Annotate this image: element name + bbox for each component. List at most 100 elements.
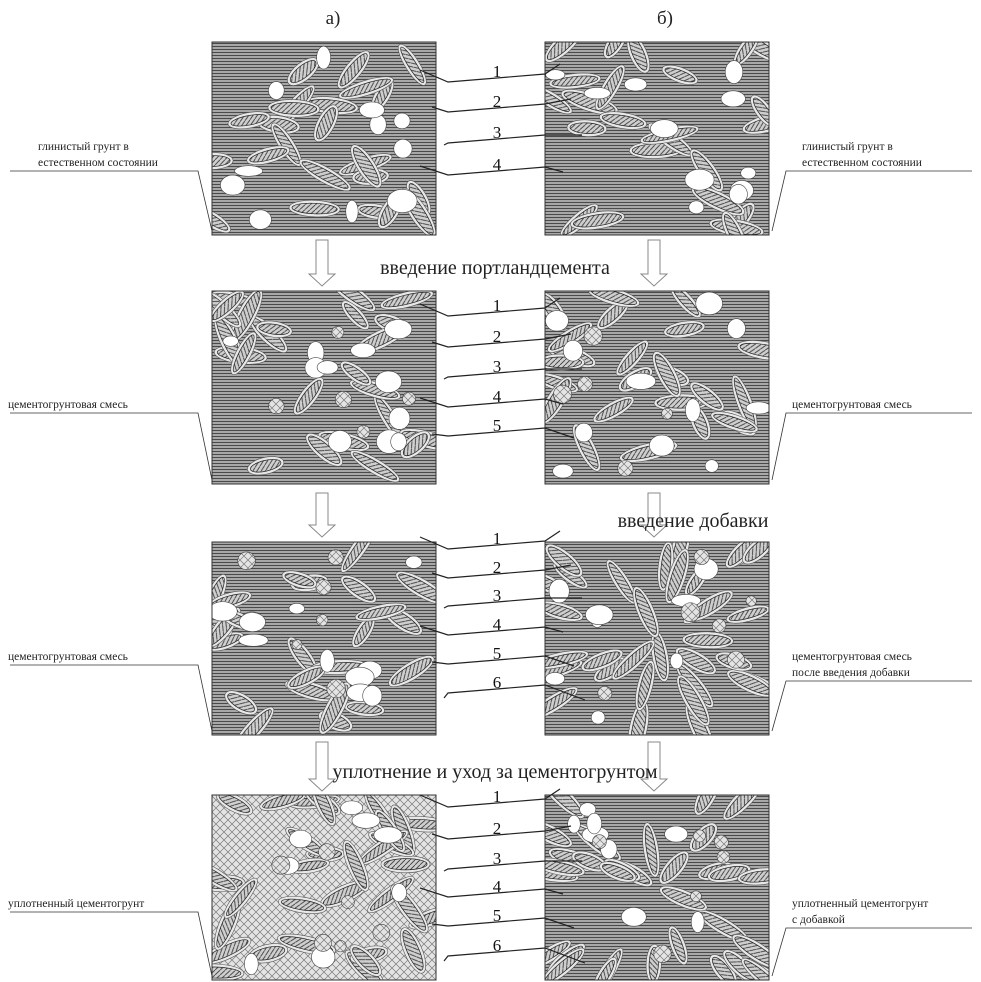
- callout-number: 2: [493, 92, 502, 111]
- pore: [239, 634, 268, 646]
- pore: [725, 61, 743, 84]
- callout-number: 6: [493, 936, 502, 955]
- pore: [394, 139, 412, 158]
- callout-number: 4: [493, 877, 502, 896]
- callout-number: 1: [493, 529, 502, 548]
- callout-number: 2: [493, 327, 502, 346]
- pore: [721, 91, 745, 107]
- svg-text:уплотненный цементогрунт: уплотненный цементогрунт: [792, 898, 928, 910]
- callout-number: 3: [493, 586, 502, 605]
- pore: [575, 423, 593, 442]
- pore: [685, 169, 714, 190]
- pore: [729, 184, 747, 204]
- cement-grain: [654, 945, 671, 962]
- pore: [268, 82, 284, 100]
- pore: [587, 813, 602, 834]
- cement-grain: [357, 425, 370, 438]
- cement-grain: [661, 408, 672, 419]
- svg-text:цементогрунтовая смесь: цементогрунтовая смесь: [792, 651, 912, 663]
- callout-number: 4: [493, 155, 502, 174]
- pore: [317, 361, 338, 374]
- callout-number: 3: [493, 849, 502, 868]
- cement-grain: [238, 552, 256, 570]
- cement-grain: [316, 614, 328, 626]
- callout-number: 1: [493, 296, 502, 315]
- pore: [406, 556, 422, 568]
- pore: [685, 399, 700, 422]
- clay-particle: [381, 855, 430, 873]
- pore: [385, 320, 412, 339]
- pore: [585, 605, 613, 625]
- left-side-label: цементогрунтовая смесь: [8, 399, 212, 480]
- callout-number: 3: [493, 123, 502, 142]
- pore: [626, 373, 656, 389]
- svg-text:естественном состоянии: естественном состоянии: [38, 157, 158, 169]
- pore: [220, 175, 245, 195]
- cement-grain: [712, 619, 726, 633]
- pore: [621, 907, 646, 926]
- pore: [317, 46, 331, 69]
- cement-grain: [319, 844, 335, 860]
- pore: [696, 292, 723, 315]
- pore: [689, 201, 704, 214]
- callout-number: 6: [493, 673, 502, 692]
- callout-1: [420, 298, 560, 316]
- callout-1: [420, 531, 560, 549]
- callout-number: 5: [493, 906, 502, 925]
- pore: [392, 883, 407, 901]
- callout-number: 5: [493, 644, 502, 663]
- column-a-label: а): [326, 8, 341, 29]
- cement-grain: [694, 549, 709, 564]
- pore: [389, 407, 410, 429]
- pore: [553, 464, 574, 478]
- cement-grain: [272, 856, 290, 874]
- cement-grain: [577, 376, 592, 391]
- column-b-label: б): [657, 8, 673, 29]
- cement-grain: [335, 391, 351, 407]
- pore: [624, 78, 647, 91]
- pore: [741, 167, 756, 179]
- svg-text:цементогрунтовая смесь: цементогрунтовая смесь: [8, 651, 128, 663]
- cement-grain: [681, 603, 700, 622]
- micro-panel: [526, 20, 795, 257]
- cement-grain: [341, 896, 354, 909]
- micro-panel: [184, 779, 456, 982]
- callout-number: 2: [493, 819, 502, 838]
- pore: [328, 430, 351, 452]
- cement-grain: [269, 398, 285, 414]
- pore: [239, 613, 265, 632]
- pore: [705, 460, 718, 473]
- micro-panel: [533, 281, 791, 484]
- pore: [341, 801, 363, 815]
- cement-grain: [328, 550, 343, 565]
- svg-text:глинистый грунт в: глинистый грунт в: [802, 141, 893, 153]
- down-arrow-icon: [641, 240, 667, 286]
- svg-text:цементогрунтовая смесь: цементогрунтовая смесь: [8, 399, 128, 411]
- left-side-label: цементогрунтовая смесь: [8, 651, 212, 731]
- cement-grain: [332, 326, 344, 338]
- cement-grain: [327, 679, 346, 698]
- pore: [374, 827, 402, 843]
- pore: [235, 166, 263, 177]
- callout-number: 2: [493, 558, 502, 577]
- pore: [649, 435, 674, 456]
- cement-grain: [717, 850, 730, 863]
- micro-panel: [522, 770, 789, 982]
- pore: [289, 603, 305, 613]
- cement-grain: [746, 596, 756, 606]
- callout-4: [420, 626, 563, 635]
- pore: [545, 311, 568, 331]
- pore: [394, 113, 410, 129]
- callout-number: 1: [493, 62, 502, 81]
- down-arrow-icon: [309, 742, 335, 791]
- pore: [391, 433, 407, 451]
- cement-grain: [553, 385, 571, 403]
- down-arrow-icon: [309, 493, 335, 537]
- svg-text:глинистый грунт в: глинистый грунт в: [38, 141, 129, 153]
- cement-grain: [693, 830, 705, 842]
- stage-label-compaction: уплотнение и уход за цементогрунтом: [332, 761, 657, 783]
- cement-grain: [314, 934, 331, 951]
- callout-number: 5: [493, 416, 502, 435]
- left-side-label: уплотненный цементогрунт: [8, 898, 212, 976]
- callout-1: [420, 789, 560, 807]
